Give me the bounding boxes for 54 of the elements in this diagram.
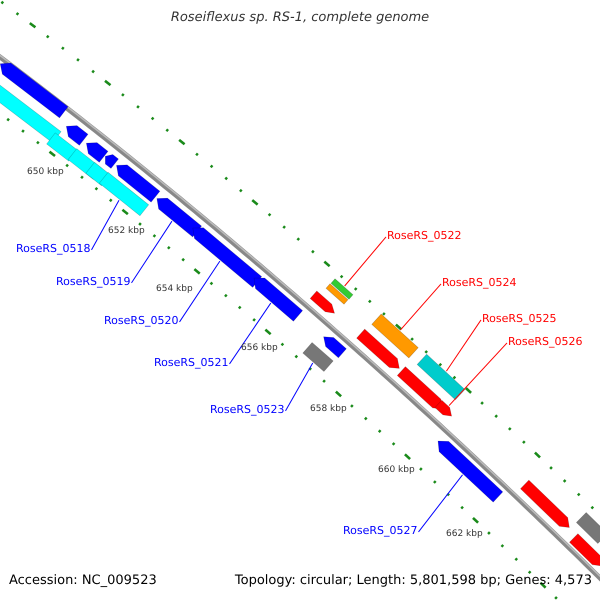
gene-label: RoseRS_0523: [210, 403, 284, 416]
genome-stats: Topology: circular; Length: 5,801,598 bp; Genes: 4,573: [234, 573, 592, 589]
gene-feature: [576, 512, 600, 544]
gene-label: RoseRS_0524: [442, 276, 516, 290]
gene-feature: [416, 354, 466, 400]
gene-feature: [569, 533, 600, 566]
gene-label: RoseRS_0518: [16, 242, 90, 256]
leader-line: [179, 260, 220, 322]
leader-line: [448, 342, 508, 406]
gene-feature: [0, 82, 62, 144]
gene-feature: [371, 314, 419, 358]
gene-feature: [326, 283, 348, 305]
gene-feature: [156, 198, 202, 238]
gene-feature: [66, 125, 88, 146]
position-label: 660 kbp: [378, 465, 415, 476]
gene-feature: [86, 142, 108, 163]
genome-title: Roseiflexus sp. RS-1, complete genome: [170, 10, 430, 26]
leader-line: [285, 362, 314, 412]
leader-line: [91, 200, 120, 250]
gene-label: RoseRS_0520: [104, 314, 178, 328]
position-label: 650 kbp: [27, 167, 64, 178]
gene-label: RoseRS_0525: [482, 312, 556, 326]
position-label: 656 kbp: [241, 343, 278, 354]
leader-line: [446, 319, 482, 372]
gene-label: RoseRS_0522: [387, 229, 462, 242]
gene-feature: [105, 154, 119, 169]
gene-feature: [0, 62, 68, 118]
position-label: 662 kbp: [446, 529, 483, 540]
leader-line: [418, 474, 464, 532]
leader-line: [229, 302, 272, 364]
gene-feature: [192, 227, 262, 288]
gene-label: RoseRS_0519: [56, 275, 130, 288]
gene-feature: [438, 440, 504, 503]
gene-feature: [98, 172, 150, 216]
accession-label: Accession: NC_009523: [9, 573, 157, 589]
gene-feature: [323, 336, 347, 358]
leader-line: [131, 220, 172, 284]
position-label: 654 kbp: [156, 284, 193, 295]
gene-label: RoseRS_0526: [508, 335, 582, 348]
gene-feature: [310, 290, 335, 314]
leader-line: [400, 283, 442, 331]
gene-feature: [356, 328, 400, 369]
gene-label: RoseRS_0527: [343, 524, 418, 538]
gene-label: RoseRS_0521: [154, 356, 228, 370]
gene-feature: [46, 132, 78, 162]
position-label: 658 kbp: [310, 404, 347, 415]
leader-line: [344, 236, 386, 286]
gene-feature: [520, 480, 570, 528]
gene-feature: [116, 164, 160, 203]
gene-feature: [330, 278, 354, 300]
gene-feature: [302, 342, 334, 372]
gene-feature: [254, 278, 303, 322]
gene-feature: [396, 366, 444, 410]
position-label: 652 kbp: [108, 226, 145, 237]
